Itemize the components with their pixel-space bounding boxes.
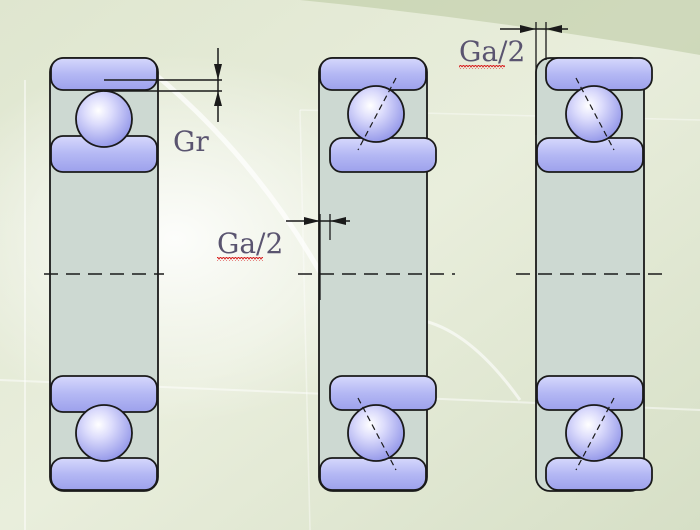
spellcheck-underline [459, 65, 505, 69]
radial-clearance-dimension [104, 48, 222, 122]
radial-clearance-label: Gr [173, 125, 209, 158]
ball-bottom [565, 404, 623, 462]
inner-ring-bottom [329, 375, 437, 411]
outer-ring-top [545, 57, 653, 91]
axial-clearance-dimension-left [286, 214, 350, 300]
bearing-3 [516, 57, 670, 492]
contact-angle-line [357, 77, 397, 151]
contact-angle-line [575, 397, 615, 471]
bearing-1 [44, 57, 164, 492]
axial-clearance-label-left: Ga/2 [217, 227, 283, 260]
axial-clearance-label-right: Ga/2 [459, 35, 525, 68]
ball-bottom [347, 404, 405, 462]
bearing-2 [298, 57, 455, 492]
outer-ring-top [50, 57, 158, 91]
outer-ring-bottom [50, 457, 158, 491]
ball-top [347, 85, 405, 143]
outer-ring-top [319, 57, 427, 91]
outer-ring-bottom [545, 457, 653, 491]
ball-top [75, 90, 133, 148]
contact-angle-line [575, 77, 615, 151]
ball-top [565, 85, 623, 143]
spellcheck-underline [217, 257, 263, 261]
ball-bottom [75, 404, 133, 462]
outer-ring-bottom [319, 457, 427, 491]
inner-ring-top [536, 137, 644, 173]
inner-ring-top [329, 137, 437, 173]
axial-clearance-dimension-right [500, 22, 568, 135]
contact-angle-line [357, 397, 397, 471]
